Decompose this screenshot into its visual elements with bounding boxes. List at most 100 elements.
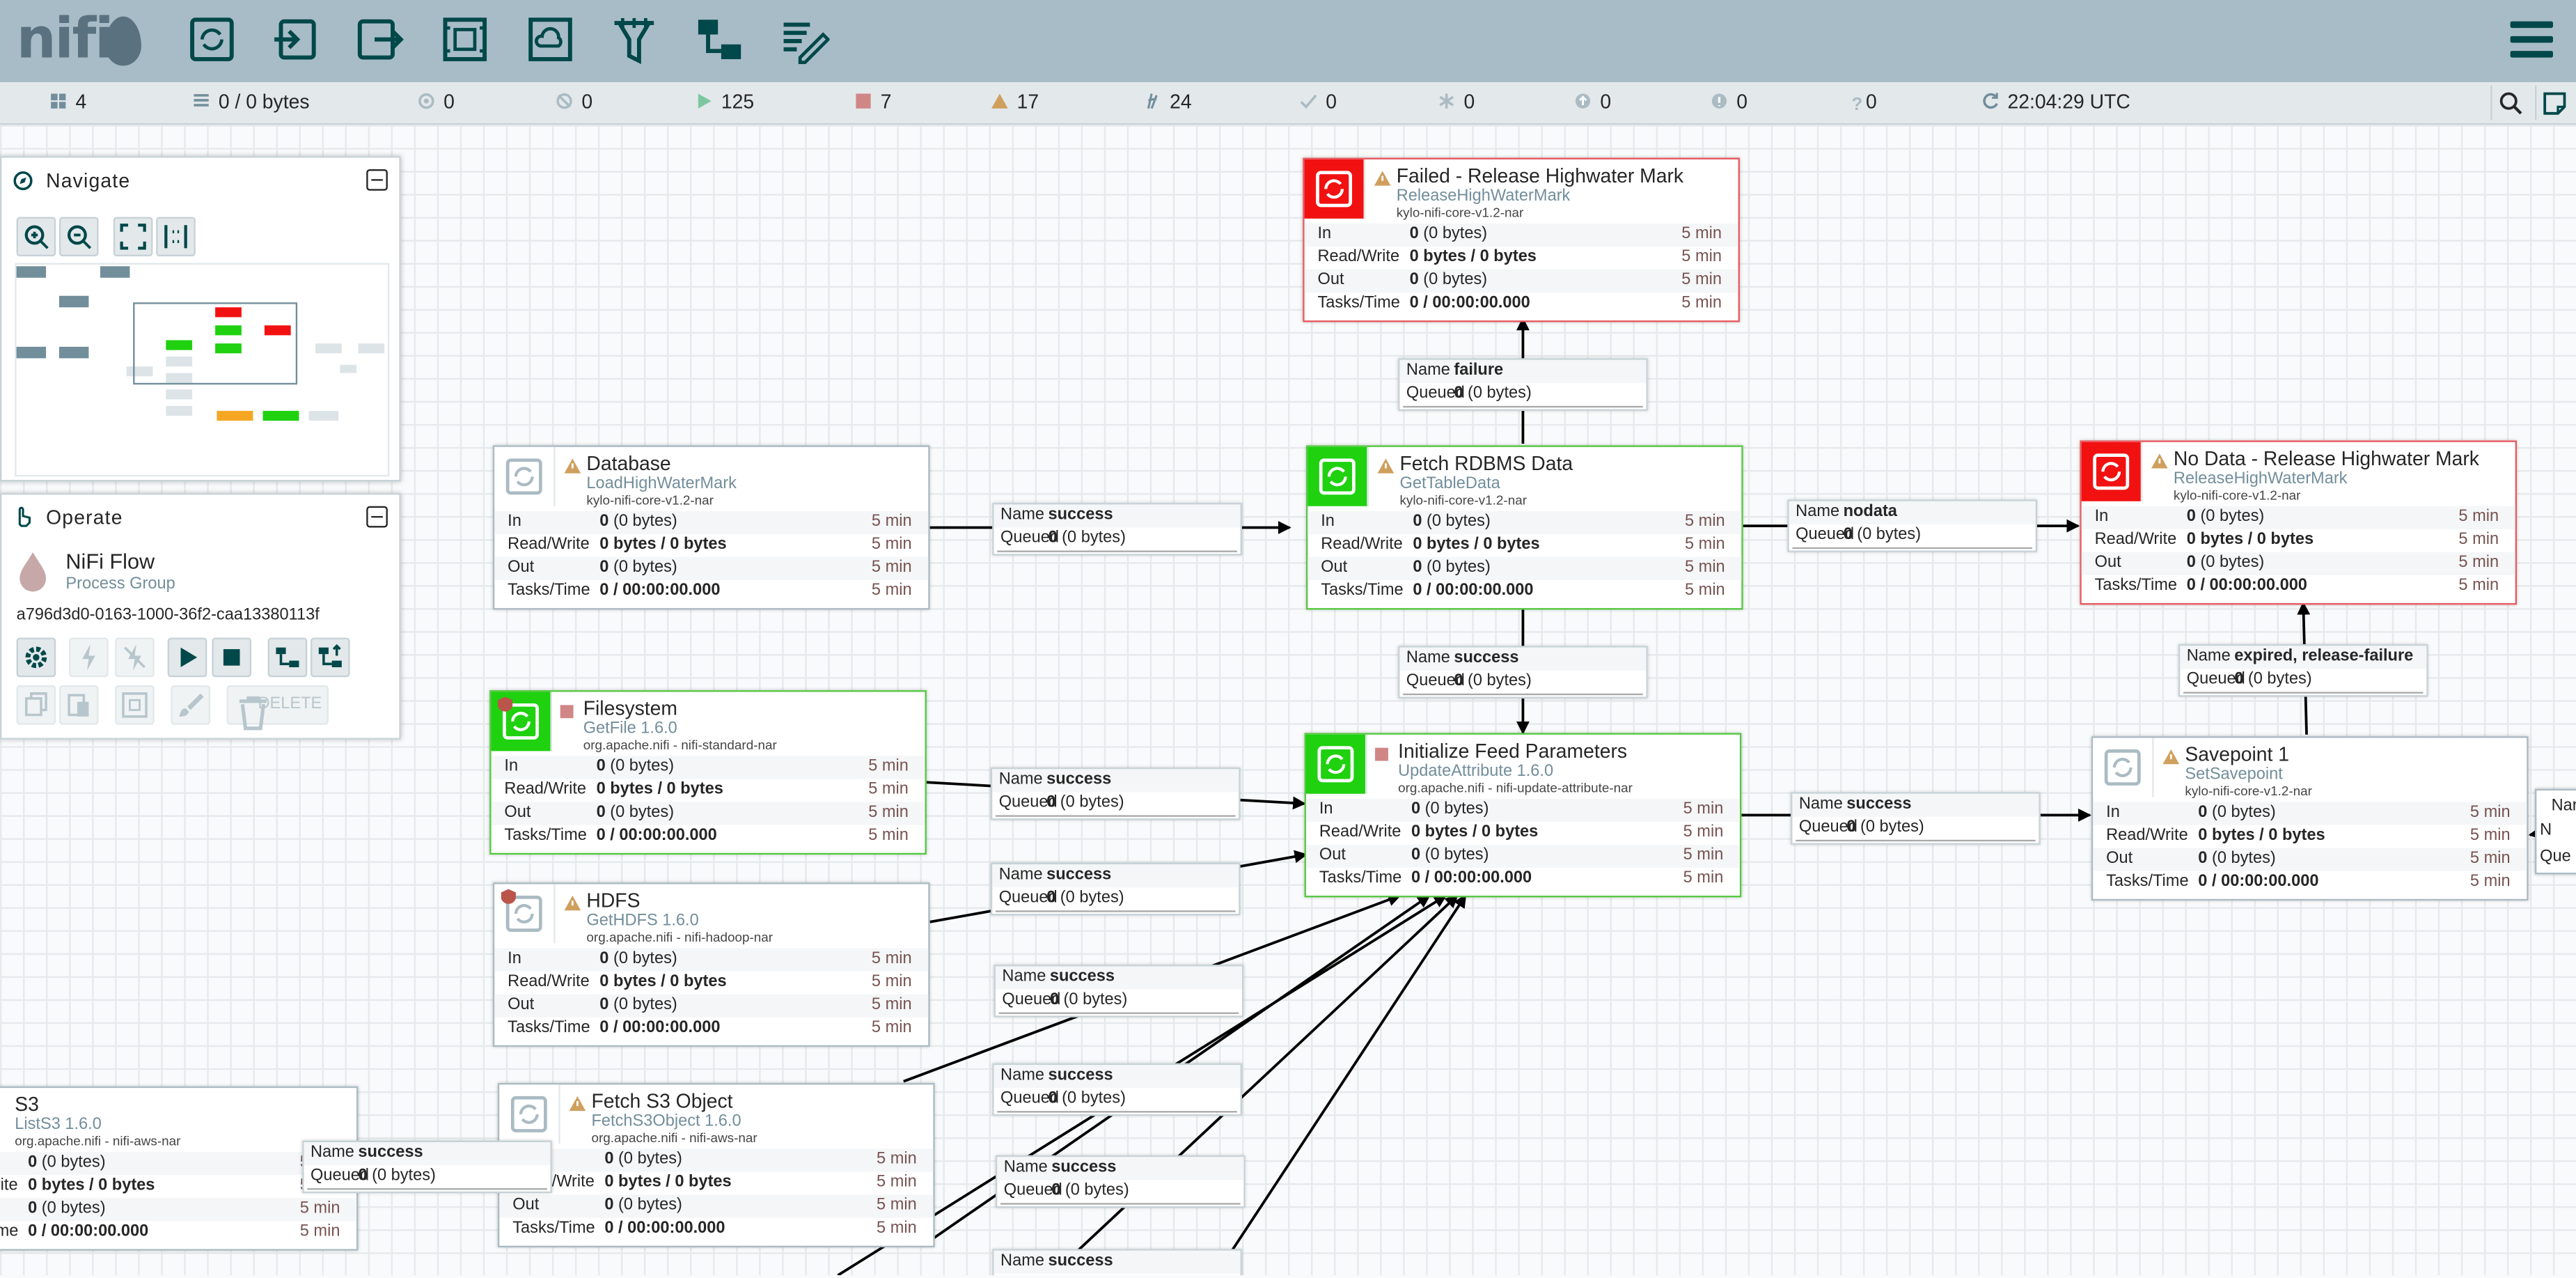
collapse-icon[interactable] <box>366 506 388 528</box>
funnel-icon[interactable] <box>609 15 659 65</box>
collapse-icon[interactable] <box>366 169 388 191</box>
actual-size-icon <box>164 225 187 249</box>
processor-bundle: org.apache.nifi - nifi-standard-nar <box>583 738 777 753</box>
configure-button[interactable] <box>16 637 56 678</box>
upload-template-button[interactable] <box>310 637 350 678</box>
group-button[interactable] <box>115 685 155 725</box>
processor-filesystem[interactable]: Filesystem GetFile 1.6.0 org.apache.nifi… <box>489 690 927 855</box>
processor-type: ReleaseHighWaterMark <box>2173 469 2348 488</box>
process-group-icon[interactable] <box>440 15 489 64</box>
process-group-drop-icon <box>19 552 47 592</box>
processor-fetch-rdbms-data[interactable]: Fetch RDBMS Data GetTableData kylo-nifi-… <box>1305 445 1743 610</box>
output-port-icon[interactable] <box>355 15 405 64</box>
bulletin-board-button[interactable] <box>2535 85 2573 120</box>
input-port-icon[interactable] <box>271 15 320 64</box>
operate-header[interactable]: Operate <box>1 494 399 537</box>
start-button[interactable] <box>167 637 207 678</box>
search-button[interactable] <box>2490 85 2528 120</box>
cluster-icon <box>51 93 66 109</box>
remote-process-group-icon[interactable] <box>526 15 575 64</box>
navigate-header[interactable]: Navigate <box>1 158 399 201</box>
warning-icon <box>564 458 581 474</box>
birdseye-node <box>58 346 89 359</box>
asterisk-icon <box>1439 93 1454 109</box>
birdseye-node <box>16 266 47 278</box>
up-to-date-status: 0 <box>1300 91 1337 114</box>
processor-s3[interactable]: S3 ListS3 1.6.0 org.apache.nifi - nifi-a… <box>0 1086 359 1251</box>
processor-initialize-feed-parameters[interactable]: Initialize Feed Parameters UpdateAttribu… <box>1304 733 1742 898</box>
color-button[interactable] <box>171 685 211 725</box>
processor-hdfs[interactable]: HDFS GetHDFS 1.6.0 org.apache.nifi - nif… <box>492 882 930 1047</box>
processor-name: S3 <box>15 1093 39 1116</box>
processor-failed-release-highwater-mark[interactable]: Failed - Release Highwater Mark ReleaseH… <box>1303 157 1740 322</box>
processor-database[interactable]: Database LoadHighWaterMark kylo-nifi-cor… <box>492 445 930 610</box>
play-icon <box>698 93 712 109</box>
birdseye-view[interactable] <box>15 263 390 477</box>
paste-button[interactable] <box>58 685 99 725</box>
actual-size-button[interactable] <box>156 217 196 257</box>
question-icon: ? <box>1851 95 1863 116</box>
label-icon[interactable] <box>780 15 831 65</box>
fit-button[interactable] <box>113 217 153 257</box>
create-template-button[interactable] <box>267 637 308 678</box>
processor-offscreen-right[interactable]: Nar N Que <box>2535 788 2576 875</box>
zoom-out-button[interactable] <box>58 217 99 257</box>
processor-type: LoadHighWaterMark <box>586 474 737 493</box>
warning-icon <box>1377 458 1395 474</box>
flash-off-icon <box>124 644 146 671</box>
connection-name-fragment: Nar <box>2551 797 2576 816</box>
sticky-note-icon <box>2543 92 2566 115</box>
processor-fetch-s3-object[interactable]: Fetch S3 Object FetchS3Object 1.6.0 org.… <box>497 1083 935 1248</box>
list-icon <box>194 94 209 107</box>
locally-modified-stale-status: 0 <box>1710 91 1748 114</box>
enable-button[interactable] <box>69 637 109 678</box>
processor-icon[interactable] <box>187 15 237 64</box>
stop-icon <box>856 93 871 109</box>
navigate-title: Navigate <box>46 169 131 193</box>
upload-template-icon <box>318 644 342 668</box>
processor-no-data-release-highwater-mark[interactable]: No Data - Release Highwater Mark Release… <box>2080 440 2518 605</box>
processor-type: GetHDFS 1.6.0 <box>586 912 699 930</box>
zoom-in-button[interactable] <box>16 217 56 257</box>
copy-button[interactable] <box>16 685 56 725</box>
processor-name: Fetch S3 Object <box>591 1089 733 1113</box>
stop-button[interactable] <box>212 637 252 678</box>
n-fragment: N <box>2540 821 2552 840</box>
birdseye-viewport[interactable] <box>133 302 298 385</box>
processor-savepoint-1[interactable]: Savepoint 1 SetSavepoint kylo-nifi-core-… <box>2091 736 2529 901</box>
global-menu-button[interactable] <box>2510 21 2553 61</box>
status-bar: 4 0 / 0 bytes 0 0 125 7 17 24 0 0 0 0 ?0… <box>0 81 2576 125</box>
processor-type-icon <box>1307 446 1369 506</box>
birdseye-node <box>315 343 342 354</box>
template-icon[interactable] <box>695 15 744 64</box>
processor-type-icon <box>1304 159 1365 219</box>
trash-icon <box>239 696 267 731</box>
delete-button[interactable]: DELETE <box>226 685 329 731</box>
birdseye-node <box>358 343 385 354</box>
disable-button[interactable] <box>115 637 155 678</box>
flow-canvas[interactable] <box>0 125 2576 1276</box>
zoom-in-icon <box>24 225 49 249</box>
not-transmitting-icon <box>556 93 572 109</box>
refresh-status[interactable]: 22:04:29 UTC <box>1981 91 2130 114</box>
